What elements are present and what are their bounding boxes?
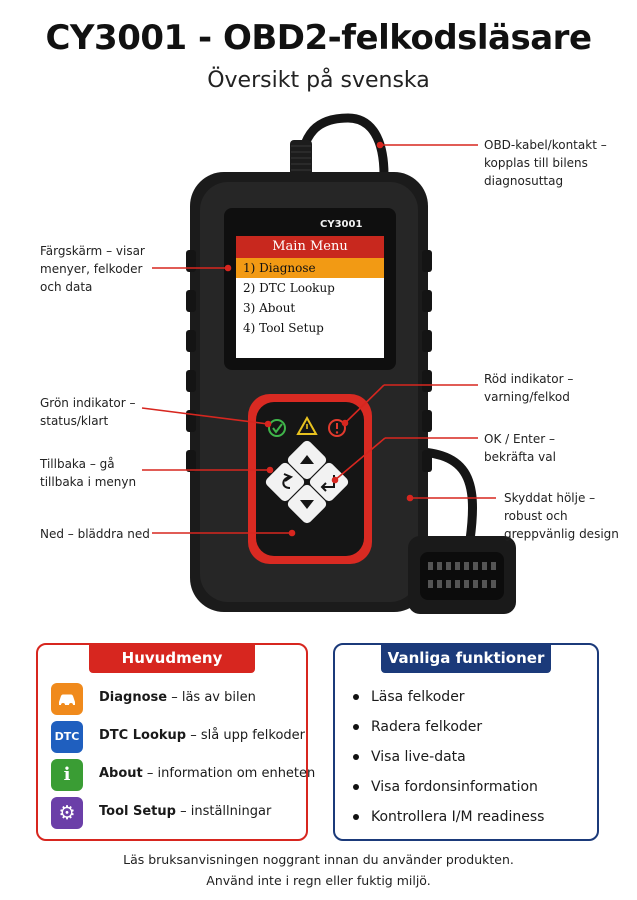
bullet-icon bbox=[353, 814, 359, 820]
list-item: Radera felkoder bbox=[353, 719, 482, 735]
green-led-icon bbox=[268, 419, 286, 437]
device-model-label: CY3001 bbox=[320, 219, 363, 230]
dtc-icon: DTC bbox=[51, 721, 83, 753]
main-menu-heading: Huvudmeny bbox=[89, 643, 255, 673]
footer-warning: Använd inte i regn eller fuktig miljö. bbox=[206, 873, 431, 888]
functions-heading: Vanliga funktioner bbox=[381, 643, 551, 673]
list-item: Visa fordonsinformation bbox=[353, 779, 538, 795]
page-title: CY3001 - OBD2-felkodsläsare bbox=[45, 18, 592, 58]
list-item: Kontrollera I/M readiness bbox=[353, 809, 544, 825]
main-menu-box: Huvudmeny Diagnose – läs av bilen DTC DT… bbox=[36, 643, 315, 841]
screen-menu-item: 1) Diagnose bbox=[236, 258, 384, 278]
warning-led-icon bbox=[296, 415, 318, 435]
functions-box: Vanliga funktioner Läsa felkoder Radera … bbox=[333, 643, 599, 841]
screen-menu-title: Main Menu bbox=[236, 236, 384, 258]
car-icon bbox=[51, 683, 83, 715]
callout-down: Ned – bläddra ned bbox=[40, 527, 150, 541]
bullet-icon bbox=[353, 724, 359, 730]
down-arrow-icon bbox=[300, 500, 314, 509]
bullet-icon bbox=[353, 754, 359, 760]
page-subtitle: Översikt på svenska bbox=[207, 68, 430, 93]
list-item: Visa live-data bbox=[353, 749, 466, 765]
gear-icon: ⚙ bbox=[51, 797, 83, 829]
footer-note: Läs bruksanvisningen noggrant innan du a… bbox=[123, 852, 514, 867]
device-screen: Main Menu 1) Diagnose 2) DTC Lookup 3) A… bbox=[236, 236, 384, 358]
info-icon: i bbox=[51, 759, 83, 791]
list-item: Läsa felkoder bbox=[353, 689, 465, 705]
screen-menu-item: 2) DTC Lookup bbox=[243, 281, 335, 295]
callout-red-led: Röd indikator –varning/felkod bbox=[484, 372, 574, 404]
screen-menu-item: 4) Tool Setup bbox=[243, 321, 324, 335]
bullet-icon bbox=[353, 784, 359, 790]
callout-ok: OK / Enter –bekräfta val bbox=[484, 432, 556, 464]
red-led-icon bbox=[328, 419, 346, 437]
callout-green-led: Grön indikator –status/klart bbox=[40, 396, 136, 428]
screen-menu-item: 3) About bbox=[243, 301, 296, 315]
up-arrow-icon bbox=[300, 455, 314, 464]
bullet-icon bbox=[353, 694, 359, 700]
